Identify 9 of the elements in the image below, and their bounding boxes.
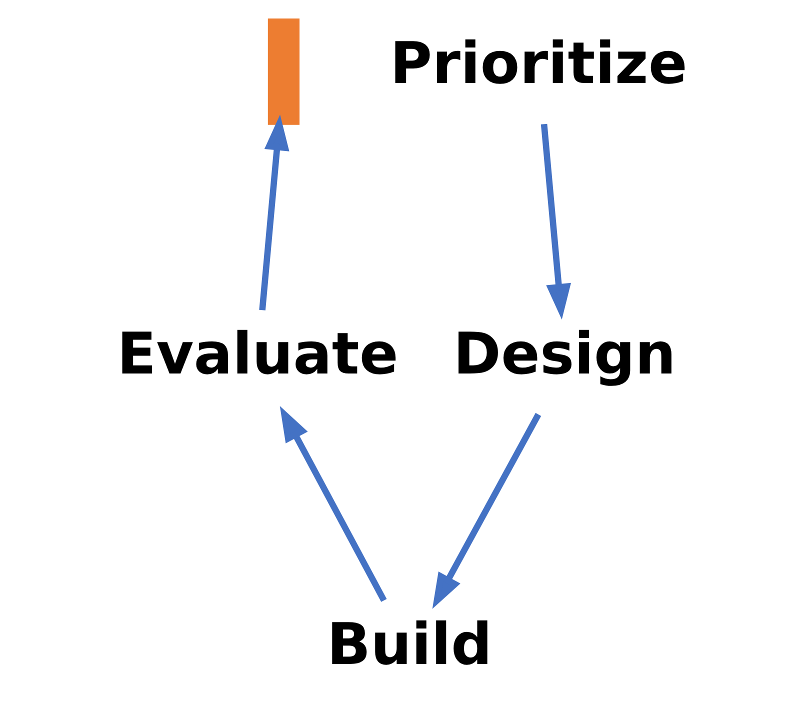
node-bar — [268, 18, 300, 125]
arrow — [259, 114, 290, 310]
node-text: Prioritize — [390, 30, 688, 98]
arrow — [280, 406, 387, 602]
node-text: Design — [453, 320, 676, 388]
node-text: Evaluate — [116, 320, 398, 388]
arrow — [432, 412, 542, 609]
arrow — [540, 124, 572, 320]
node-text: Build — [326, 610, 492, 678]
